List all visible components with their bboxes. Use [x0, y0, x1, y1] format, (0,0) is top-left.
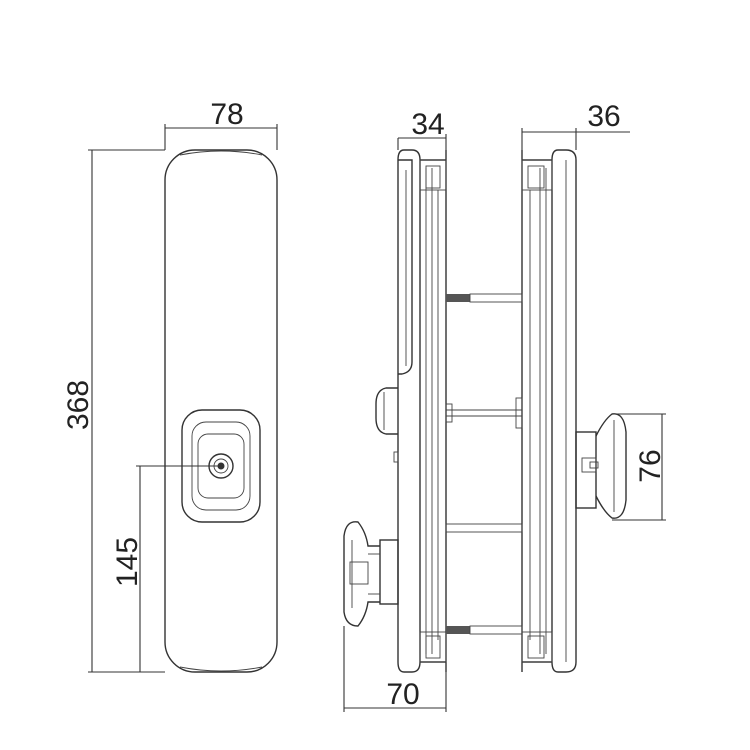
- outer-knob: [575, 413, 627, 519]
- front-plate-outline: [164, 149, 278, 673]
- side-view: 34 36 76 70: [343, 100, 667, 712]
- through-bolts: [445, 293, 523, 635]
- dimension-outer-depth: 36: [587, 100, 620, 133]
- dimension-knob-height: 76: [634, 449, 667, 482]
- front-view: 78 368 145: [62, 98, 278, 673]
- dimension-inner-depth: 34: [411, 108, 444, 141]
- dimension-front-height: 368: [62, 380, 95, 430]
- inner-plate: [375, 149, 447, 673]
- dimension-front-width: 78: [210, 98, 243, 131]
- latch-nub: [375, 387, 398, 435]
- outer-plate: [521, 149, 577, 673]
- front-plate-edge-bottom: [179, 666, 263, 672]
- dimension-inner-projection: 70: [386, 678, 419, 711]
- inner-knob: [343, 521, 399, 627]
- dimension-cylinder-height: 145: [111, 537, 144, 587]
- front-plate-edge: [179, 150, 263, 156]
